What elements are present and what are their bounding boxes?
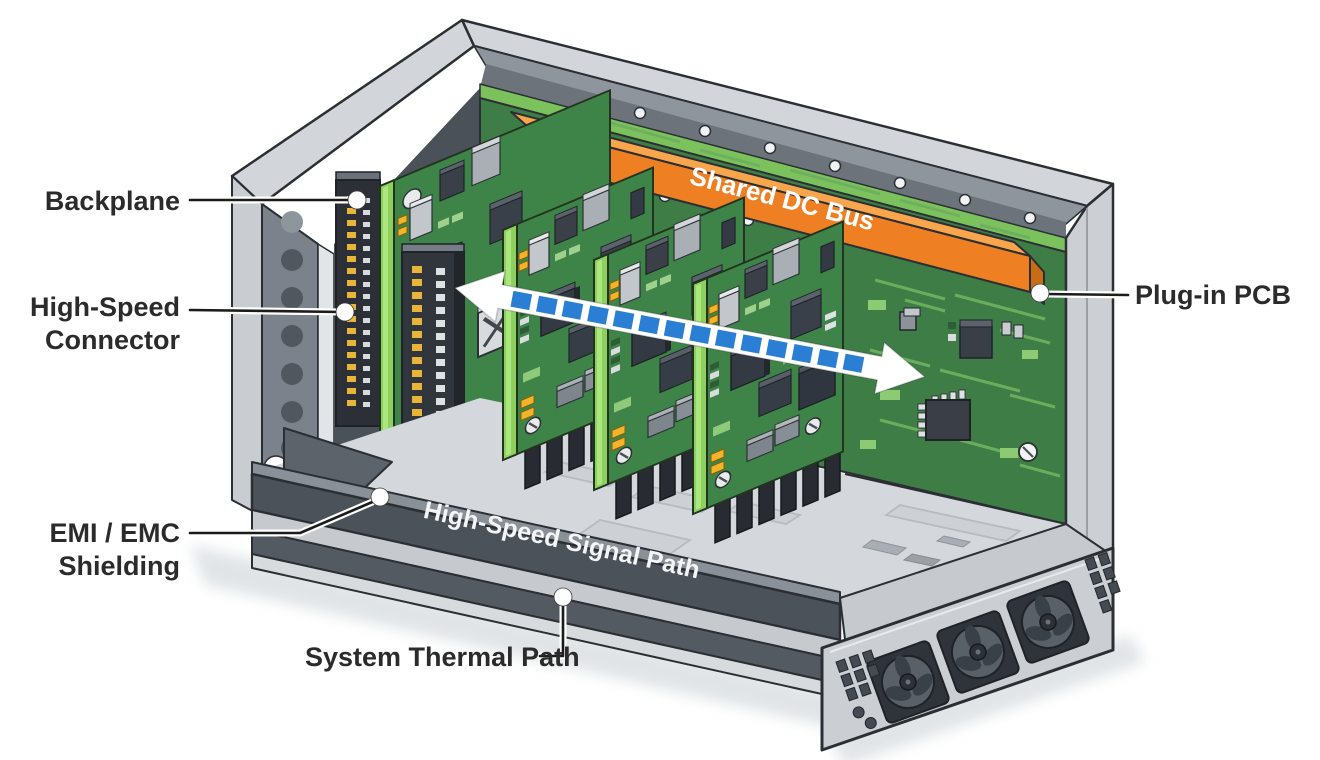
fan-1	[866, 640, 950, 724]
emi-emc-label-line1: EMI / EMC	[49, 518, 180, 548]
vent-holes-right	[1084, 551, 1121, 614]
high-speed-connector-label-line1: High-Speed	[30, 292, 180, 322]
callouts: Backplane High-Speed Connector EMI / EMC…	[30, 186, 1291, 672]
fan-panel	[820, 546, 1121, 752]
callout-dot	[1030, 283, 1050, 303]
vent-holes-left	[835, 649, 881, 730]
chassis-right-frame	[1064, 182, 1115, 558]
callout-dot	[370, 487, 390, 507]
plug-in-pcb-label: Plug-in PCB	[1135, 280, 1291, 310]
fan-2	[936, 610, 1020, 694]
callout-dot	[347, 190, 367, 210]
wall-chips	[899, 307, 1038, 462]
floor-pads	[861, 535, 972, 567]
backplane-connector	[335, 171, 381, 427]
system-thermal-path-label: System Thermal Path	[305, 642, 580, 672]
callout-emi-emc-shielding: EMI / EMC Shielding	[49, 487, 390, 581]
fan-3	[1006, 580, 1090, 664]
callout-backplane: Backplane	[45, 186, 367, 216]
callout-dot	[335, 302, 355, 322]
callout-system-thermal-path: System Thermal Path	[305, 587, 580, 672]
backplane-label: Backplane	[45, 186, 180, 216]
callout-plug-in-pcb: Plug-in PCB	[1030, 280, 1291, 310]
high-speed-connector-label-line2: Connector	[45, 325, 180, 355]
qfp-chip	[917, 389, 971, 441]
callout-high-speed-connector: High-Speed Connector	[30, 292, 355, 355]
arrow-dashes	[510, 290, 865, 373]
signal-arrow	[454, 270, 926, 395]
emi-emc-label-line2: Shielding	[59, 551, 181, 581]
callout-dot	[553, 587, 573, 607]
